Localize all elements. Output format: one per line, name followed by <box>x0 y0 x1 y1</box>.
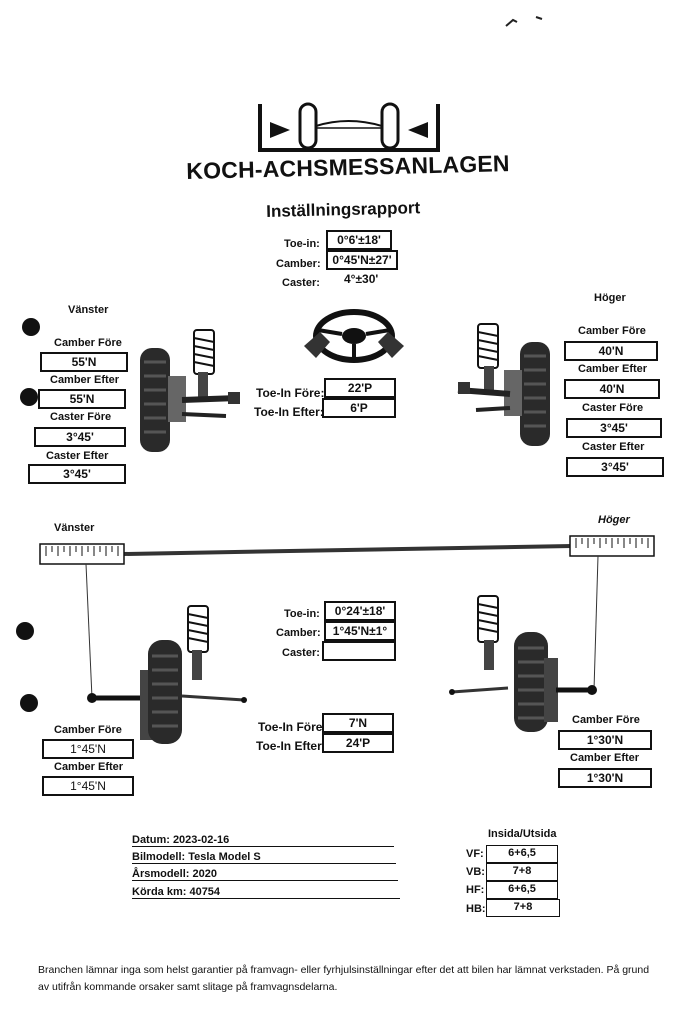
tire-row-value: 6+6,5 <box>486 845 558 863</box>
front-left-side-label: Vänster <box>68 304 109 316</box>
fr-camber-after-label: Camber Efter <box>578 363 648 375</box>
rr-camber-after-label: Camber Efter <box>570 752 640 764</box>
vehicle-date: Datum: 2023-02-16 <box>132 834 394 847</box>
rr-camber-before-label: Camber Före <box>572 714 640 726</box>
front-camber-label: Camber: <box>276 258 321 270</box>
left-scale <box>39 543 125 565</box>
rear-caster-spec <box>322 641 396 661</box>
rl-camber-before-value: 1°45'N <box>42 739 134 759</box>
front-toe-before-value: 22'P <box>324 378 396 398</box>
rear-toe-before-value: 7'N <box>322 713 394 733</box>
binder-hole <box>20 388 38 406</box>
brand-title: KOCH-ACHSMESSANLAGEN <box>186 150 510 184</box>
rr-camber-after-value: 1°30'N <box>558 768 652 788</box>
rr-camber-before-value: 1°30'N <box>558 730 652 750</box>
fl-caster-after-label: Caster Efter <box>46 450 109 462</box>
tire-row-value: 7+8 <box>486 863 558 881</box>
fl-caster-before-label: Caster Före <box>50 411 112 423</box>
tire-row-pos: VF: <box>466 848 484 860</box>
fr-caster-after-value: 3°45' <box>566 457 664 477</box>
rear-axle-gauge <box>39 535 655 699</box>
binder-hole <box>22 318 40 336</box>
vehicle-model: Bilmodell: Tesla Model S <box>132 851 396 864</box>
front-toe-after-label: Toe-In Efter: <box>254 405 324 419</box>
fl-caster-before-value: 3°45' <box>34 427 126 447</box>
fl-caster-after-value: 3°45' <box>28 464 126 484</box>
right-scale <box>569 535 655 557</box>
rl-camber-after-label: Camber Efter <box>54 761 124 773</box>
rear-left-wheel-icon <box>87 605 247 744</box>
binder-hole <box>20 694 38 712</box>
disclaimer-text: Branchen lämnar inga som helst garantier… <box>38 964 650 993</box>
rear-right-wheel-icon <box>449 595 597 732</box>
front-toe-after-value: 6'P <box>322 398 396 418</box>
fl-camber-before-value: 55'N <box>40 352 128 372</box>
tire-table-title: Insida/Utsida <box>488 828 557 840</box>
fl-camber-after-value: 55'N <box>38 389 126 409</box>
rear-caster-label: Caster: <box>282 647 320 659</box>
tire-row-pos: HB: <box>466 903 486 915</box>
tire-row-pos: HF: <box>466 884 485 896</box>
rear-toe-before-label: Toe-In Före: <box>258 720 327 734</box>
front-toe-before-label: Toe-In Före: <box>256 386 325 400</box>
vehicle-year: Årsmodell: 2020 <box>132 868 398 881</box>
fr-caster-before-label: Caster Före <box>582 402 644 414</box>
report-title: Inställningsrapport <box>266 198 421 221</box>
rear-toe-in-label: Toe-in: <box>284 608 320 620</box>
scan-mark <box>505 16 543 27</box>
front-caster-spec: 4°±30' <box>344 272 379 286</box>
tire-row-value: 7+8 <box>486 899 560 917</box>
fr-camber-before-label: Camber Före <box>578 325 646 337</box>
axle-logo <box>258 102 440 152</box>
front-camber-spec: 0°45'N±27' <box>326 250 398 270</box>
vehicle-km: Körda km: 40754 <box>132 886 400 899</box>
front-caster-label: Caster: <box>282 277 320 289</box>
fr-caster-after-label: Caster Efter <box>582 441 645 453</box>
rl-camber-after-value: 1°45'N <box>42 776 134 796</box>
rear-toe-in-spec: 0°24'±18' <box>324 601 396 621</box>
rear-right-side-label: Höger <box>598 514 630 526</box>
front-left-wheel-icon <box>140 329 240 452</box>
front-right-side-label: Höger <box>594 292 626 304</box>
fl-camber-after-label: Camber Efter <box>50 374 120 386</box>
rl-camber-before-label: Camber Före <box>54 724 122 736</box>
rear-toe-after-label: Toe-In Efter: <box>256 739 326 753</box>
binder-hole <box>16 622 34 640</box>
tire-row-value: 6+6,5 <box>486 881 558 899</box>
rear-camber-label: Camber: <box>276 627 321 639</box>
fr-camber-before-value: 40'N <box>564 341 658 361</box>
rear-left-side-label: Vänster <box>54 522 95 534</box>
tire-row-pos: VB: <box>466 866 485 878</box>
fr-caster-before-value: 3°45' <box>566 418 662 438</box>
front-right-wheel-icon <box>457 323 550 446</box>
rear-toe-after-value: 24'P <box>322 733 394 753</box>
fr-camber-after-value: 40'N <box>564 379 660 399</box>
fl-camber-before-label: Camber Före <box>54 337 122 349</box>
steering-wheel-icon <box>304 309 404 363</box>
front-toe-in-spec: 0°6'±18' <box>326 230 392 250</box>
rear-camber-spec: 1°45'N±1° <box>324 621 396 641</box>
front-toe-in-label: Toe-in: <box>284 238 320 250</box>
